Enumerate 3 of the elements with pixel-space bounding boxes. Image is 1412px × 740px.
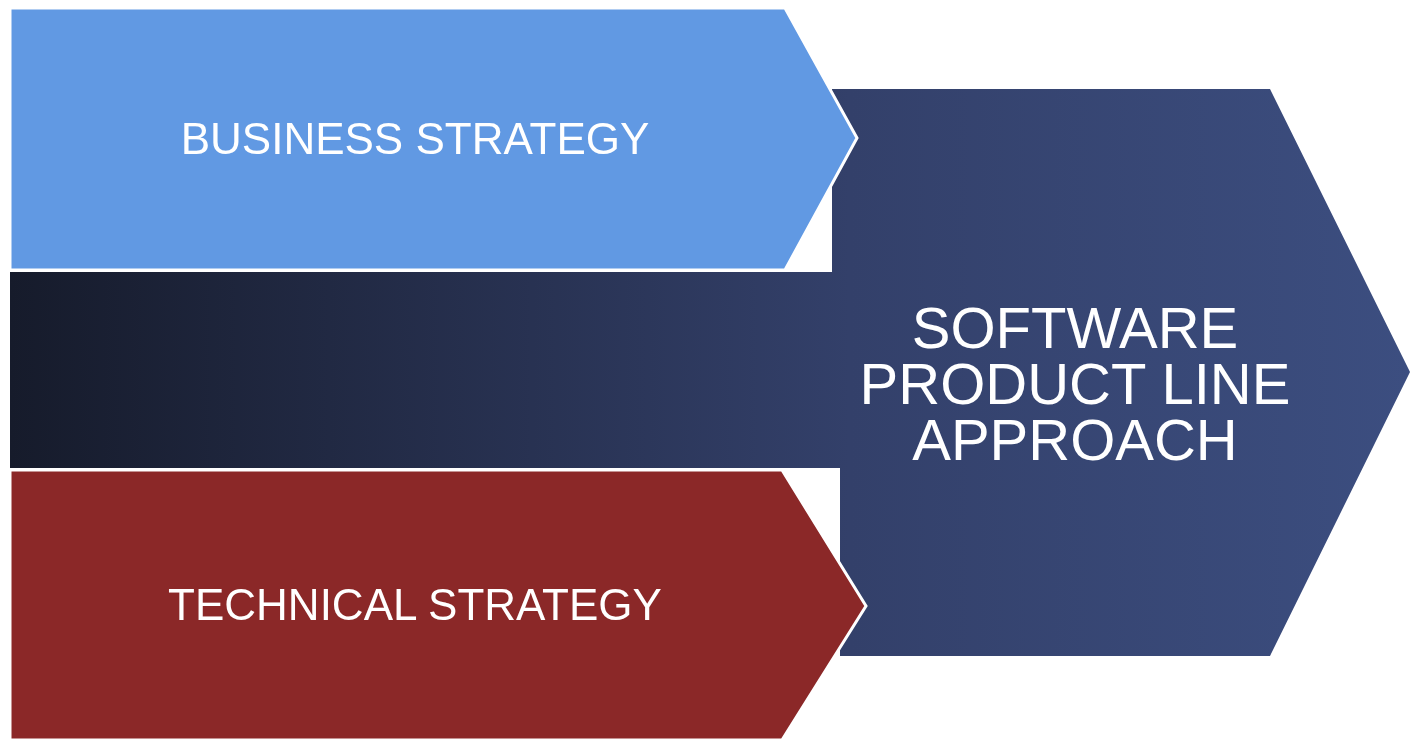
- chevron-label: SOFTWARE PRODUCT LINE APPROACH: [858, 300, 1292, 468]
- chevron-label: TECHNICAL STRATEGY: [168, 579, 662, 631]
- chevron-label: BUSINESS STRATEGY: [180, 113, 650, 165]
